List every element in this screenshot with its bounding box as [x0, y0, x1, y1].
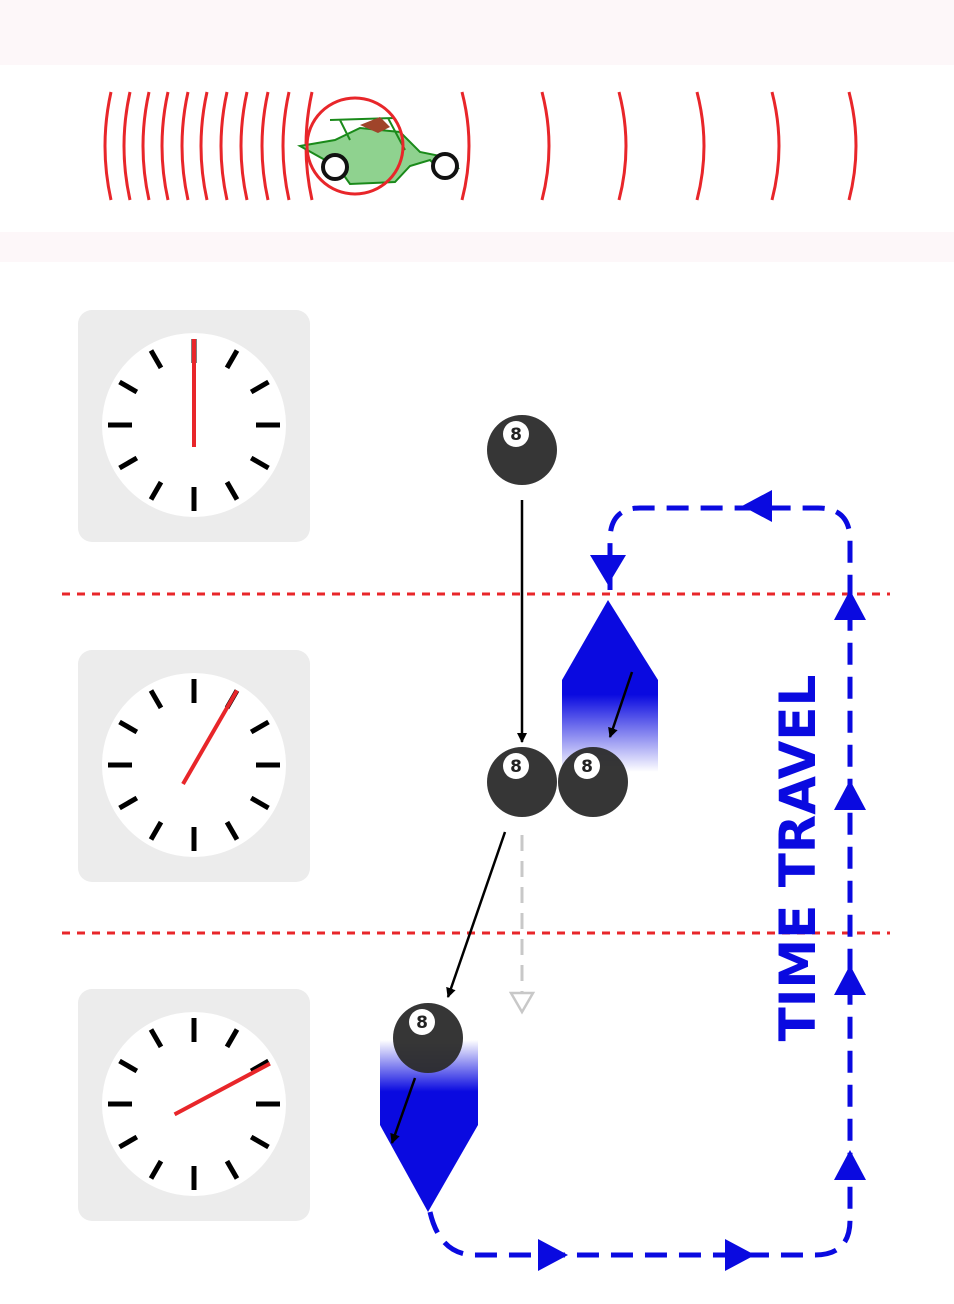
eight-ball: 8 — [487, 747, 557, 817]
wave-arc — [103, 91, 113, 201]
clock-hand — [173, 1061, 271, 1117]
clock-tick — [249, 795, 270, 811]
time-travel-loop — [427, 505, 853, 1258]
clock-tick — [118, 719, 139, 735]
wave-arc — [239, 91, 249, 201]
ball-number: 8 — [581, 757, 593, 777]
wormhole-entrance — [380, 1040, 478, 1212]
clock-tick — [249, 455, 270, 471]
clock-tick — [118, 795, 139, 811]
wave-arc — [219, 91, 229, 201]
wave-arc — [617, 91, 628, 201]
wave-arc — [180, 91, 190, 201]
clock-tick — [148, 689, 164, 710]
wave-arc — [847, 91, 858, 201]
ball-number: 8 — [510, 425, 522, 445]
clock-tick — [224, 1028, 240, 1049]
undeflected-path — [508, 835, 536, 1015]
clock-present — [78, 650, 310, 882]
clock-hand — [181, 689, 239, 786]
wave-arc — [460, 91, 471, 201]
wave-arc — [281, 91, 291, 201]
sound-waves — [103, 91, 858, 201]
clock-tick — [224, 349, 240, 370]
wave-arc — [540, 91, 551, 201]
clock-future — [78, 989, 310, 1221]
ball-number: 8 — [510, 757, 522, 777]
clock-tick — [148, 820, 164, 841]
wave-arc — [695, 91, 706, 201]
clock-tick — [148, 480, 164, 501]
time-travel-label: TIME TRAVEL — [769, 675, 827, 1042]
car-icon — [297, 117, 460, 186]
eight-ball: 8 — [558, 747, 628, 817]
wave-arc — [770, 91, 781, 201]
clock-tick — [118, 455, 139, 471]
clock-tick — [249, 1134, 270, 1150]
clock-tick — [224, 1159, 240, 1180]
doppler-banner — [0, 0, 954, 262]
clock-tick — [118, 1134, 139, 1150]
clock-tick — [148, 1159, 164, 1180]
wave-arc — [141, 91, 151, 201]
wave-arc — [260, 91, 270, 201]
eight-ball: 8 — [487, 415, 557, 485]
trajectory-arrow-future-ball — [608, 671, 634, 738]
wave-arc — [122, 91, 132, 201]
trajectory-arrow-deflected — [446, 831, 507, 998]
loop-arrowheads — [538, 490, 866, 1271]
clock-tick — [148, 349, 164, 370]
wormhole-exit — [562, 600, 658, 772]
clock-tick — [249, 1058, 270, 1074]
clock-past — [78, 310, 310, 542]
source-circle — [305, 96, 405, 196]
trajectory-arrow-into-wormhole — [390, 1077, 417, 1144]
clock-tick — [148, 1028, 164, 1049]
clock-tick — [118, 379, 139, 395]
clock-tick — [224, 820, 240, 841]
wave-arc — [160, 91, 170, 201]
clock-tick — [249, 379, 270, 395]
wave-arc — [199, 91, 209, 201]
ball-number: 8 — [416, 1013, 428, 1033]
clock-tick — [224, 480, 240, 501]
clock-tick — [249, 719, 270, 735]
eight-ball: 8 — [393, 1003, 463, 1073]
clock-tick — [118, 1058, 139, 1074]
